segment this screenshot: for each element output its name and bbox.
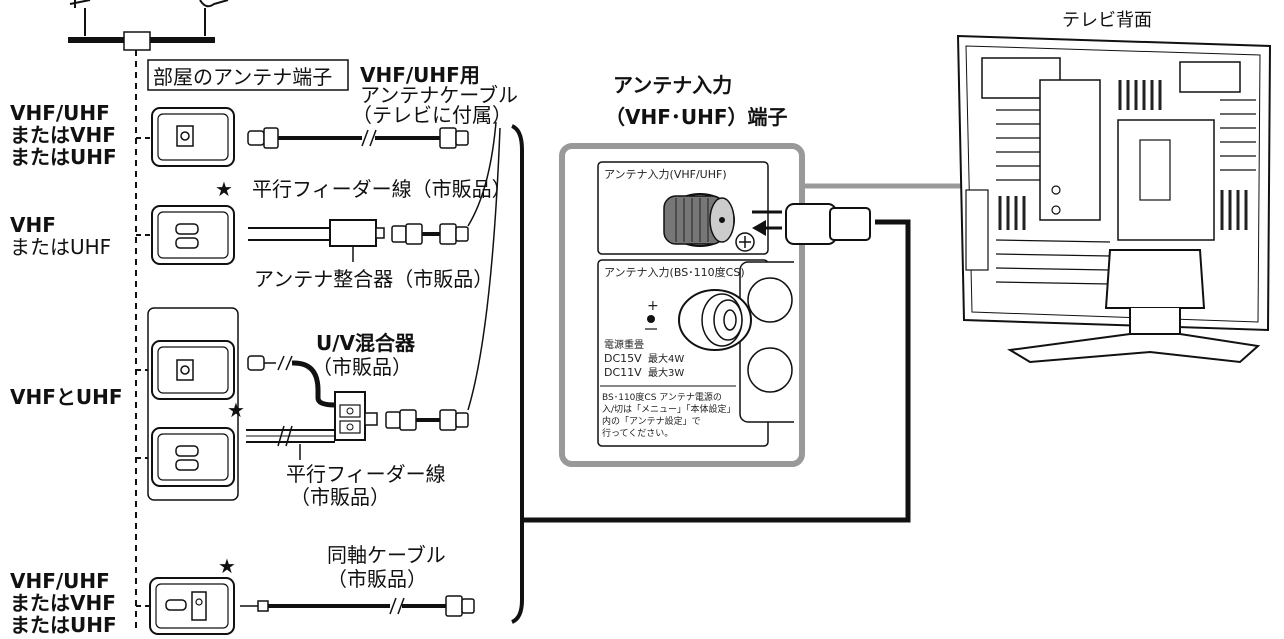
room-terminal-label: 部屋のアンテナ端子 [153,65,332,89]
wall-plate-coax-2 [151,340,235,400]
vhf-uhf-label: VHF/UHF [10,101,110,125]
feeder-line-2-label-2: （市販品） [290,485,390,509]
vhf-label: VHF [10,213,56,237]
note-line-2: 入/切は「メニュー」「本体設定」 [602,403,736,415]
vhf-uhf-input-label: アンテナ入力(VHF/UHF) [604,168,727,181]
route-line [522,219,911,523]
bracket [511,124,524,624]
cable-label-2: アンテナケーブル [360,83,518,107]
or-vhf-label-2: またはVHF [10,591,116,615]
vhf-uhf-label-2: VHF/UHF [10,569,110,593]
mixer-label-2: （市販品） [312,355,412,379]
mixer-label-1: U/V混合器 [316,331,416,355]
cable-label-1: VHF/UHF用 [360,63,480,87]
tv-back-illustration [956,34,1272,364]
wall-plate-feeder-1 [151,205,235,265]
antenna-cable-1 [247,127,469,149]
max4w-label: 最大4W [648,352,684,365]
coax-label-1: 同軸ケーブル [327,543,446,567]
star-mark-3: ★ [218,554,236,578]
cable-label-3: （テレビに付属） [352,103,512,127]
note-line-3: 内の「アンテナ設定」で [602,415,701,427]
tv-cable-plug [785,203,871,245]
power-label: 電源重畳 [604,338,644,351]
wall-plate-coax-3 [149,577,235,635]
or-uhf-label-3: またはUHF [10,613,117,637]
star-mark-2: ★ [227,398,245,422]
feeder-line-label: 平行フィーダー線（市販品） [252,177,512,201]
or-vhf-label: またはVHF [10,123,116,147]
feeder-line-2-label-1: 平行フィーダー線 [286,462,446,486]
star-mark-1: ★ [215,177,233,201]
or-uhf-label-2: またはUHF [10,235,111,259]
svg-text:+: + [647,298,659,314]
coax-cable [240,595,475,617]
wall-plate-coax-1 [151,107,235,167]
note-line-1: BS･110度CS アンテナ電源の [602,391,722,403]
bs-cs-input-label: アンテナ入力(BS･110度CS) [604,265,745,279]
note-line-4: 行ってください。 [602,427,673,439]
terminal-label-2: （VHF･UHF）端子 [605,105,788,129]
zoomed-input-panel: + アンテナ入力(VHF/UHF) アンテナ入力(BS･110度CS) 電源重畳… [559,143,805,467]
antenna-matcher-label: アンテナ整合器（市販品） [254,267,493,291]
outdoor-antenna-icon [68,0,229,51]
max3w-label: 最大3W [648,366,684,379]
dc11v-label: DC11V [604,366,642,379]
dc15v-label: DC15V [604,352,642,365]
terminal-label-1: アンテナ入力 [613,73,732,97]
vhf-and-uhf-label: VHFとUHF [10,385,123,409]
coax-label-2: （市販品） [327,567,427,591]
feeder-with-matcher [248,219,469,262]
mixer-assembly [246,355,469,460]
wall-plate-feeder-2 [151,427,235,487]
tv-back-label: テレビ背面 [1062,10,1152,31]
or-uhf-label: またはUHF [10,145,117,169]
